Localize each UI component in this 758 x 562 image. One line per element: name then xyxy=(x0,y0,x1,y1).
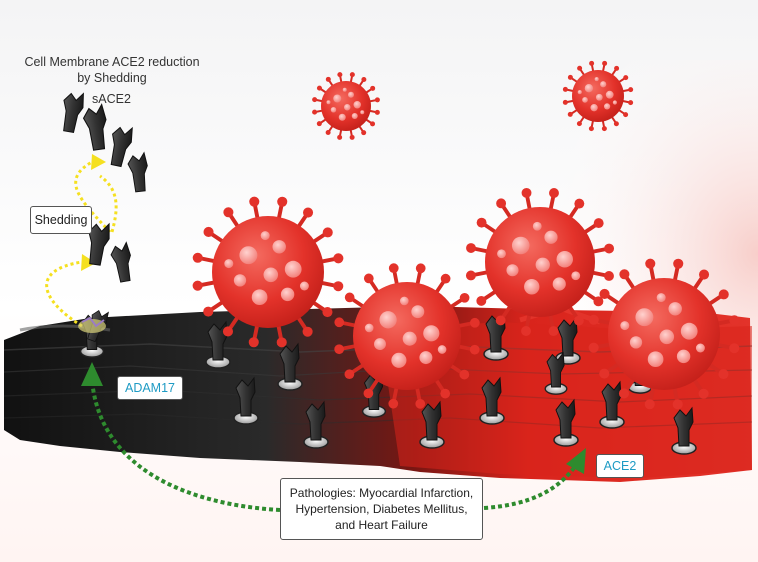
sace2-label: sACE2 xyxy=(92,92,131,106)
pathologies-line-3: and Heart Failure xyxy=(335,518,428,532)
title-line-2: by Shedding xyxy=(77,71,147,85)
pathologies-line-2: Hypertension, Diabetes Mellitus, xyxy=(295,502,468,516)
virus-particle xyxy=(562,60,634,132)
virus-particle xyxy=(192,196,344,348)
ace2-receptor xyxy=(233,376,259,425)
ace2-receptor xyxy=(205,320,231,369)
adam17-enzyme xyxy=(78,316,106,333)
pathology-arrows xyxy=(81,362,586,512)
diagram-title: Cell Membrane ACE2 reduction by Shedding xyxy=(8,54,216,86)
virus-particle xyxy=(334,263,480,409)
pathologies-box: Pathologies: Myocardial Infarction, Hype… xyxy=(280,478,483,540)
sace2-fragment xyxy=(88,222,110,266)
ace2-receptor xyxy=(303,400,329,449)
ace2-receptor xyxy=(419,400,445,449)
ace2-receptors xyxy=(79,312,697,455)
ace2-receptor xyxy=(553,398,579,447)
ace2-receptor xyxy=(277,342,303,391)
virus-particle xyxy=(465,187,615,337)
shedding-arrows xyxy=(45,154,118,328)
ace2-receptor xyxy=(361,372,387,418)
ace2-receptor xyxy=(671,406,697,455)
adam17-label: ADAM17 xyxy=(117,376,183,400)
sace2-fragment xyxy=(110,241,131,283)
sace2-fragment xyxy=(127,151,148,193)
shedding-label: Shedding xyxy=(30,206,92,234)
title-line-1: Cell Membrane ACE2 reduction xyxy=(24,55,200,69)
pathologies-line-1: Pathologies: Myocardial Infarction, xyxy=(289,486,474,500)
ace2-label: ACE2 xyxy=(596,454,644,478)
ace2-receptor xyxy=(544,351,568,395)
sars-cov-2-viruses xyxy=(192,60,740,410)
sace2-fragment xyxy=(63,92,84,134)
sace2-fragment xyxy=(110,126,133,168)
virus-particle xyxy=(588,258,740,410)
sace2-fragment xyxy=(82,103,107,151)
ace2-receptor xyxy=(479,376,505,425)
virus-particle xyxy=(312,72,380,140)
ace2-receptor xyxy=(599,380,625,429)
